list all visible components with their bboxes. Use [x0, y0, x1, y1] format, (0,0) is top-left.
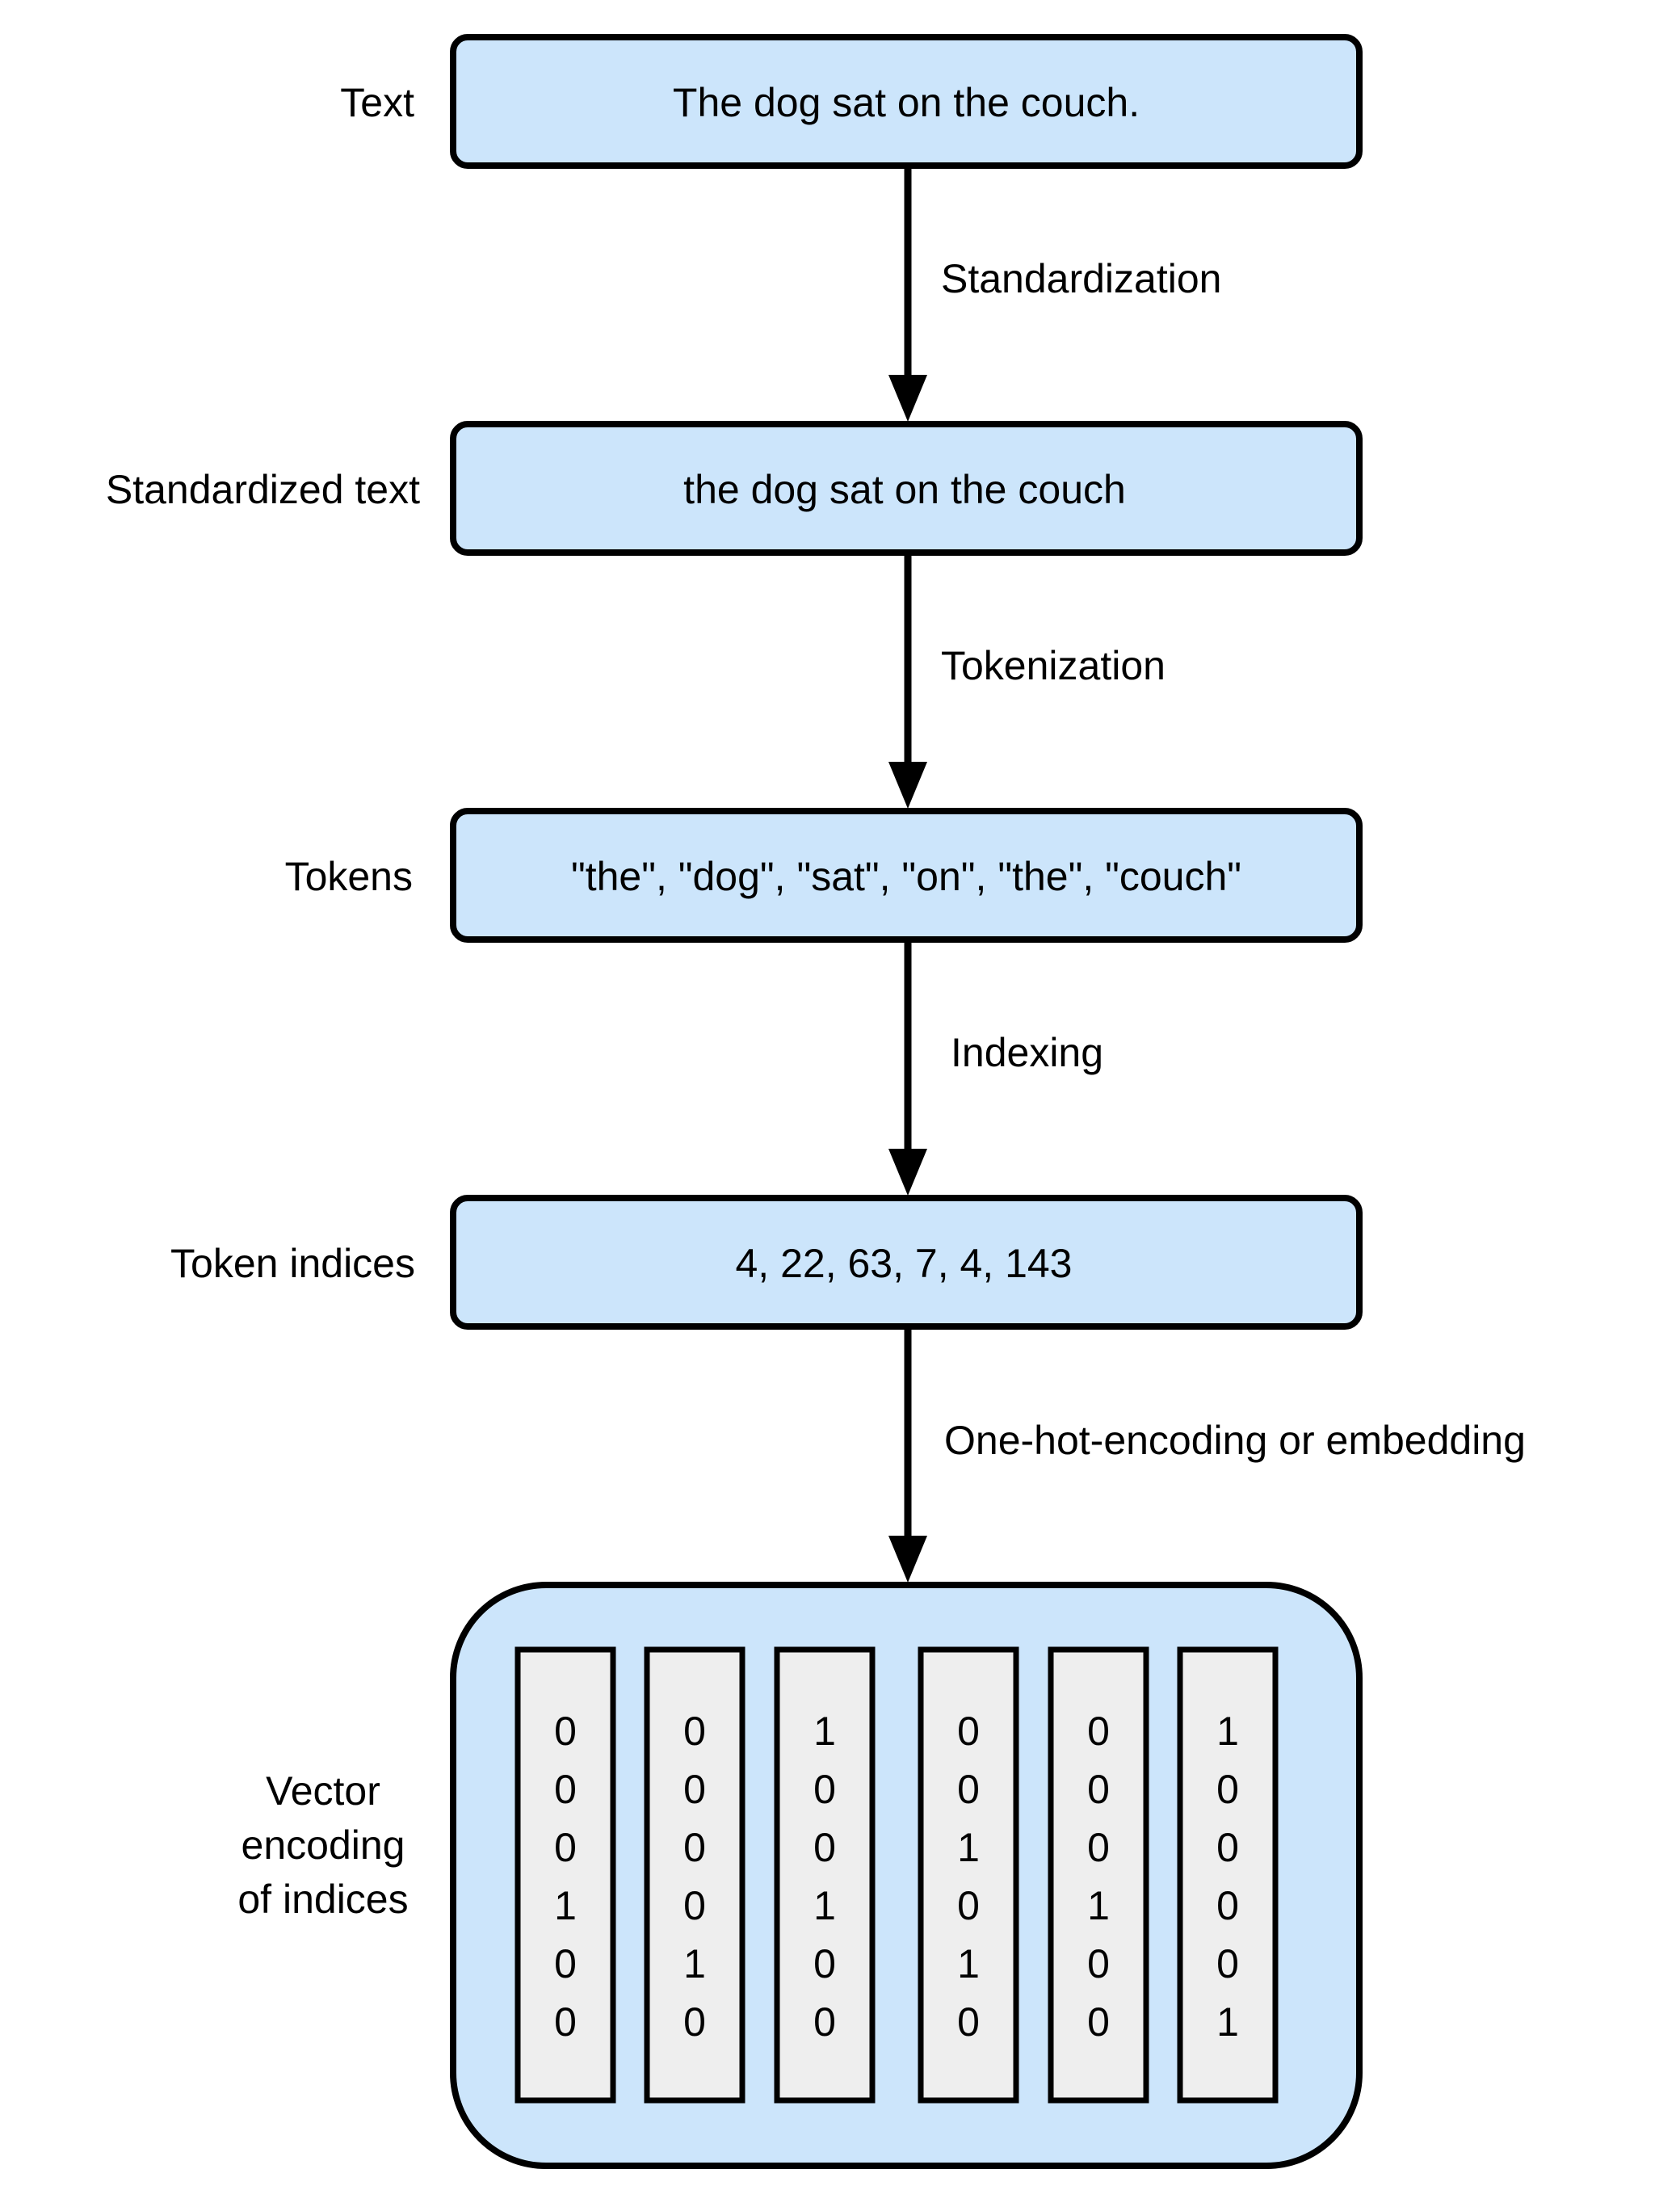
- vector-value: 1: [683, 1941, 706, 1986]
- stage-label-vector-line-1: Vector: [266, 1768, 380, 1814]
- vector-value: 0: [554, 1999, 577, 2045]
- vector-value: 0: [554, 1941, 577, 1986]
- vector-value: 0: [813, 1999, 836, 2045]
- stage-content-token-indices: 4, 22, 63, 7, 4, 143: [736, 1241, 1073, 1286]
- vector-value: 0: [683, 1883, 706, 1928]
- vector-value: 0: [957, 1883, 980, 1928]
- vector-value: 0: [1087, 1941, 1110, 1986]
- vector-value: 1: [1216, 1709, 1239, 1754]
- vector-value: 0: [1087, 1767, 1110, 1812]
- step-label-indexing: Indexing: [951, 1030, 1103, 1075]
- stage-content-text: The dog sat on the couch.: [673, 80, 1140, 125]
- vector-value: 0: [957, 1767, 980, 1812]
- stage-label-vector-line-3: of indices: [237, 1877, 408, 1922]
- vector-value: 1: [957, 1825, 980, 1870]
- vector-value: 0: [683, 1825, 706, 1870]
- vector-value: 0: [1216, 1883, 1239, 1928]
- vector-value: 0: [554, 1767, 577, 1812]
- vector-value: 1: [813, 1709, 836, 1754]
- stage-vector-encoding: Vector encoding of indices 0 0 0 1 0 0 0 0 0 0 1 0 1…: [237, 1582, 1363, 2169]
- stage-label-text: Text: [340, 80, 414, 125]
- vectors-group: 0 0 0 1 0 0 0 0 0 0 1 0 1 0 0 1 0 0 0 0 1 0 1 0 0 0 0 1 0 0 1 0 0 0 0 1: [514, 1646, 1279, 2104]
- vector-value: 0: [554, 1825, 577, 1870]
- vector-value: 1: [554, 1883, 577, 1928]
- arrow-head: [888, 1536, 927, 1583]
- vector-value: 0: [1087, 1825, 1110, 1870]
- vector-value: 1: [1216, 1999, 1239, 2045]
- vector-value: 1: [813, 1883, 836, 1928]
- vector-value: 0: [1087, 1999, 1110, 2045]
- vector-value: 1: [957, 1941, 980, 1986]
- vector-value: 0: [813, 1941, 836, 1986]
- vector-value: 0: [683, 1709, 706, 1754]
- vector-column-1: [514, 1646, 616, 2104]
- stage-content-tokens: "the", "dog", "sat", "on", "the", "couch…: [571, 854, 1241, 899]
- vector-value: 0: [554, 1709, 577, 1754]
- vector-value: 0: [683, 1999, 706, 2045]
- arrow-head: [888, 375, 927, 422]
- step-standardization: Standardization: [888, 166, 1221, 422]
- vector-column-2: [644, 1646, 746, 2104]
- step-one-hot-encoding: One-hot-encoding or embedding: [888, 1326, 1526, 1583]
- stage-text: Text The dog sat on the couch.: [340, 34, 1363, 169]
- vector-value: 0: [1216, 1825, 1239, 1870]
- stage-label-vector-line-2: encoding: [242, 1822, 405, 1868]
- step-label-standardization: Standardization: [941, 256, 1221, 301]
- stage-standardized-text: Standardized text the dog sat on the cou…: [106, 421, 1363, 556]
- arrow-head: [888, 1149, 927, 1196]
- stage-content-standardized-text: the dog sat on the couch: [683, 467, 1126, 512]
- step-label-tokenization: Tokenization: [941, 643, 1166, 688]
- vector-column-3: [774, 1646, 876, 2104]
- vector-value: 1: [1087, 1883, 1110, 1928]
- vector-value: 0: [1216, 1941, 1239, 1986]
- vector-column-6: [1177, 1646, 1279, 2104]
- vector-value: 0: [957, 1709, 980, 1754]
- stage-label-token-indices: Token indices: [170, 1241, 415, 1286]
- vector-value: 0: [957, 1999, 980, 2045]
- vector-value: 0: [683, 1767, 706, 1812]
- vector-value: 0: [1216, 1767, 1239, 1812]
- stage-token-indices: Token indices 4, 22, 63, 7, 4, 143: [170, 1195, 1363, 1330]
- step-indexing: Indexing: [888, 940, 1103, 1196]
- vector-value: 0: [813, 1825, 836, 1870]
- stage-label-standardized-text: Standardized text: [106, 467, 420, 512]
- vector-column-5: [1048, 1646, 1149, 2104]
- stage-tokens: Tokens "the", "dog", "sat", "on", "the",…: [285, 808, 1363, 943]
- vector-column-4: [918, 1646, 1019, 2104]
- arrow-head: [888, 762, 927, 809]
- stage-label-tokens: Tokens: [285, 854, 413, 899]
- step-tokenization: Tokenization: [888, 553, 1166, 809]
- vector-value: 0: [1087, 1709, 1110, 1754]
- step-label-one-hot-encoding: One-hot-encoding or embedding: [944, 1418, 1526, 1463]
- vector-value: 0: [813, 1767, 836, 1812]
